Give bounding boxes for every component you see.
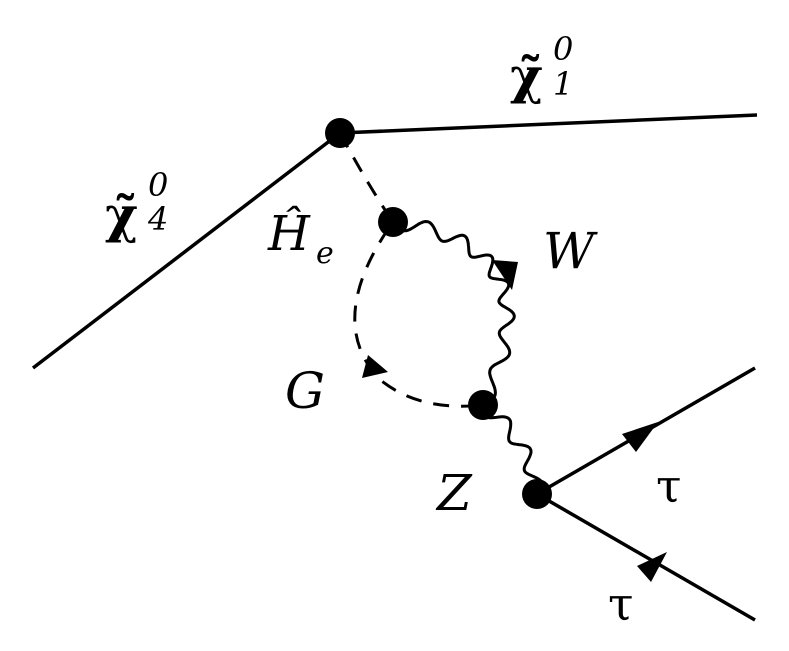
- goldstone-arrow: [362, 355, 388, 378]
- z-label: Z: [435, 464, 473, 522]
- chi4-label: χ̃: [105, 185, 138, 244]
- vertex-z-tau: [522, 479, 552, 509]
- tau-lower-label: τ: [608, 577, 633, 631]
- tau-lower-line: [536, 492, 756, 622]
- z-boson-wavy-line: [481, 404, 545, 496]
- tau-lower-arrow: [637, 552, 667, 582]
- higgsino-goldstone-dashed-line: [338, 132, 484, 408]
- chi1-fermion-line: [339, 113, 758, 135]
- chi1-label: χ̃: [510, 46, 543, 105]
- higgsino-sub: e: [316, 236, 334, 271]
- chi4-fermion-line: [31, 131, 342, 370]
- vertex-chi: [325, 118, 355, 148]
- w-boson-arrow: [492, 260, 518, 290]
- w-label: W: [543, 222, 598, 280]
- higgsino-label: Ĥ: [267, 205, 311, 262]
- w-boson-wavy-line: [391, 219, 516, 407]
- vertex-higgsino-w: [378, 207, 408, 237]
- vertex-w-g-z: [468, 390, 498, 420]
- chi1-sub: 1: [553, 65, 573, 103]
- chi4-sub: 4: [147, 200, 168, 238]
- g-label: G: [285, 362, 325, 420]
- chi1-sup: 0: [553, 30, 573, 68]
- tau-upper-arrow: [622, 422, 658, 452]
- chi4-sup: 0: [148, 166, 168, 204]
- tau-upper-label: τ: [656, 459, 681, 513]
